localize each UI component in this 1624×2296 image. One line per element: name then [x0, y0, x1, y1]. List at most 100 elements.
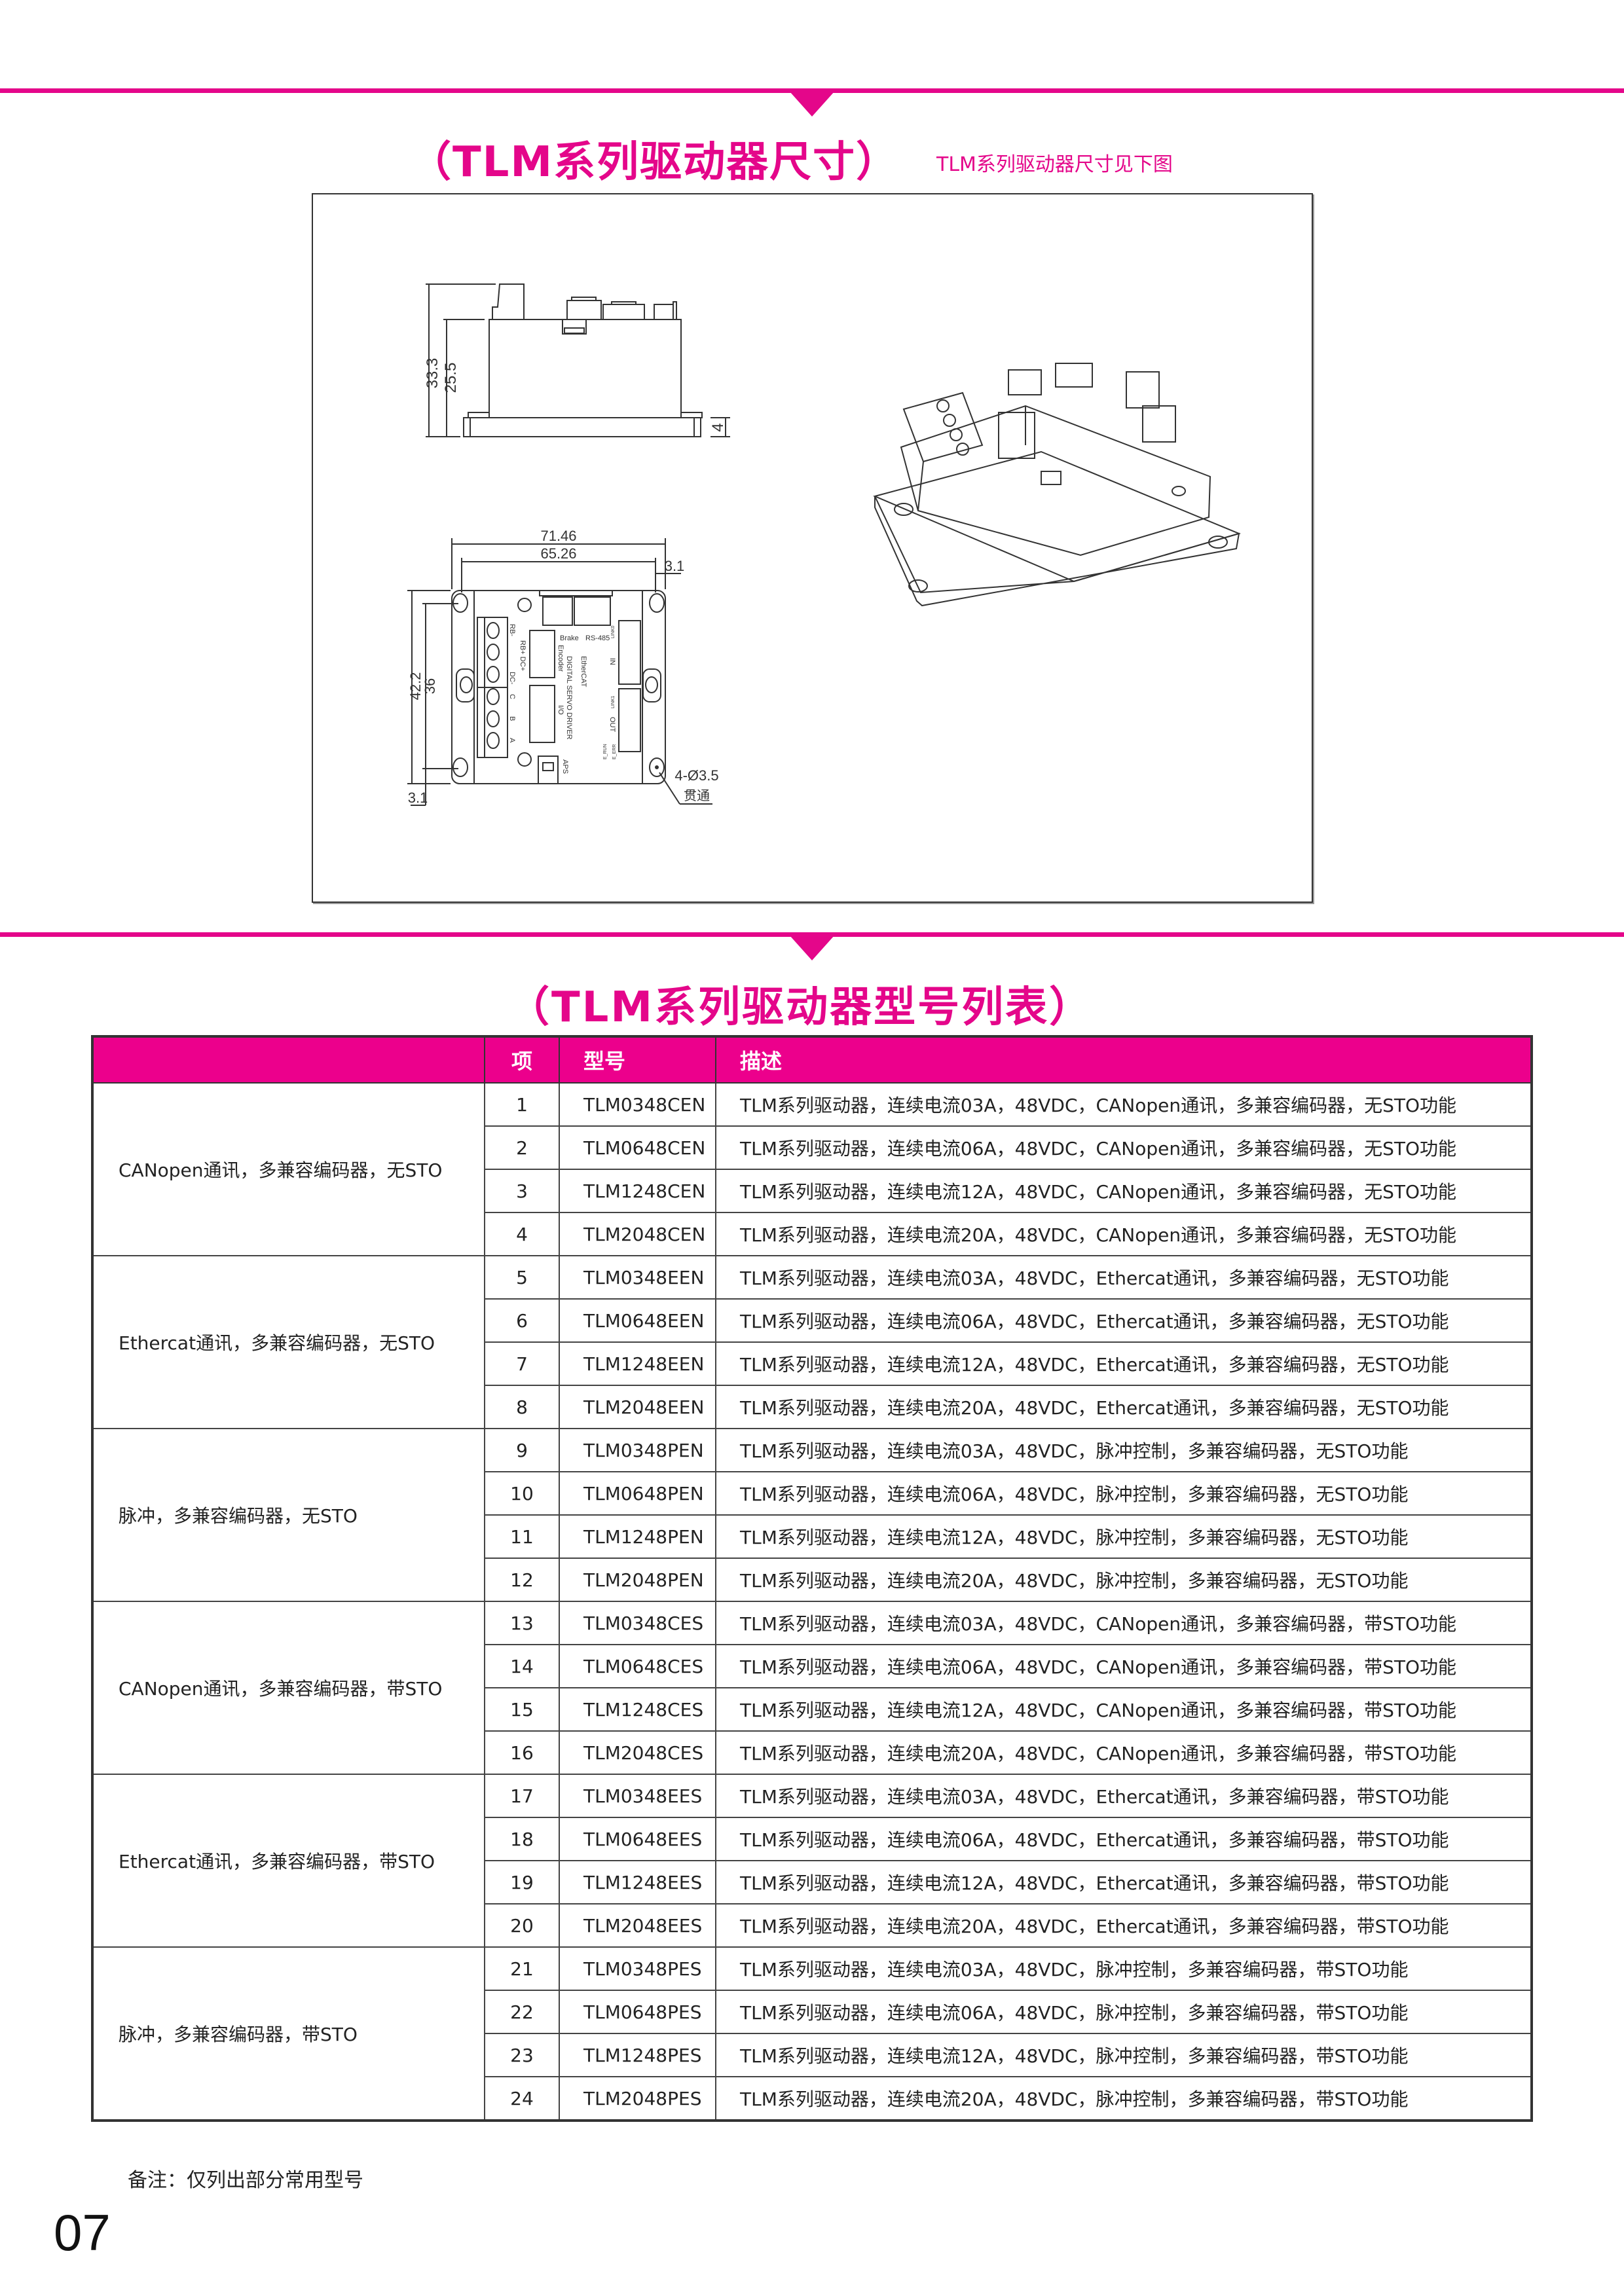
dim-edge-right: 3.1	[665, 558, 685, 574]
item-number: 13	[484, 1601, 560, 1645]
group-label: 脉冲，多兼容编码器，无STO	[92, 1428, 485, 1602]
isometric-view	[872, 363, 1242, 607]
model-description: TLM系列驱动器，连续电流06A，48VDC，脉冲控制，多兼容编码器，带STO功…	[715, 1990, 1532, 2034]
group-label: Ethercat通讯，多兼容编码器，无STO	[92, 1255, 485, 1429]
item-number: 1	[484, 1082, 560, 1127]
header-item: 项	[484, 1036, 560, 1084]
item-number: 18	[484, 1817, 560, 1861]
model-description: TLM系列驱动器，连续电流12A，48VDC，脉冲控制，多兼容编码器，无STO功…	[715, 1514, 1532, 1559]
model-description: TLM系列驱动器，连续电流12A，48VDC，脉冲控制，多兼容编码器，带STO功…	[715, 2033, 1532, 2077]
model-description: TLM系列驱动器，连续电流20A，48VDC，Ethercat通讯，多兼容编码器…	[715, 1385, 1532, 1429]
divider-arrow-icon	[790, 936, 834, 960]
item-number: 3	[484, 1169, 560, 1213]
label-encoder: Encoder	[557, 645, 564, 672]
model-description: TLM系列驱动器，连续电流06A，48VDC，Ethercat通讯，多兼容编码器…	[715, 1817, 1532, 1861]
model-code: TLM0648EEN	[559, 1298, 716, 1343]
item-number: 19	[484, 1860, 560, 1904]
model-code: TLM0348EES	[559, 1774, 716, 1818]
model-code: TLM0648PEN	[559, 1471, 716, 1516]
model-code: TLM1248EEN	[559, 1341, 716, 1386]
top-view: 71.46 65.26 3.1 3.1 42.2 36 4-Ø3.5 贯通 Br…	[407, 528, 719, 806]
model-code: TLM2048CES	[559, 1730, 716, 1775]
group-label: 脉冲，多兼容编码器，带STO	[92, 1946, 485, 2121]
label-link1: LINK1	[611, 695, 616, 708]
dimension-drawing: 33.3 25.5 4	[407, 283, 1242, 806]
label-out: OUT	[608, 717, 616, 733]
item-number: 5	[484, 1255, 560, 1300]
label-terminal: RB+ DC+	[519, 640, 526, 671]
model-code: TLM1248CES	[559, 1687, 716, 1732]
table-header-row: 项 型号 描述	[92, 1036, 1532, 1084]
model-description: TLM系列驱动器，连续电流03A，48VDC，Ethercat通讯，多兼容编码器…	[715, 1255, 1532, 1300]
section-divider	[0, 932, 1624, 937]
section-divider	[0, 88, 1624, 93]
model-description: TLM系列驱动器，连续电流03A，48VDC，CANopen通讯，多兼容编码器，…	[715, 1082, 1532, 1127]
item-number: 22	[484, 1990, 560, 2034]
model-description: TLM系列驱动器，连续电流03A，48VDC，Ethercat通讯，多兼容编码器…	[715, 1774, 1532, 1818]
model-description: TLM系列驱动器，连续电流03A，48VDC，脉冲控制，多兼容编码器，带STO功…	[715, 1946, 1532, 1991]
model-code: TLM1248PES	[559, 2033, 716, 2077]
group-label: CANopen通讯，多兼容编码器，带STO	[92, 1601, 485, 1775]
model-description: TLM系列驱动器，连续电流20A，48VDC，Ethercat通讯，多兼容编码器…	[715, 1903, 1532, 1948]
page-number: 07	[54, 2204, 111, 2261]
section-subtitle: TLM系列驱动器尺寸见下图	[936, 153, 1173, 176]
label-link0: LINK0	[611, 625, 616, 638]
label-rs485: RS-485	[585, 634, 610, 642]
item-number: 2	[484, 1125, 560, 1170]
model-description: TLM系列驱动器，连续电流03A，48VDC，脉冲控制，多兼容编码器，无STO功…	[715, 1428, 1532, 1472]
label-brake: Brake	[560, 634, 579, 642]
model-description: TLM系列驱动器，连续电流12A，48VDC，Ethercat通讯，多兼容编码器…	[715, 1860, 1532, 1904]
item-number: 4	[484, 1212, 560, 1256]
table-note: 备注：仅列出部分常用型号	[128, 2169, 363, 2192]
item-number: 23	[484, 2033, 560, 2077]
model-code: TLM1248CEN	[559, 1169, 716, 1213]
side-view: 33.3 25.5 4	[424, 283, 730, 437]
model-code: TLM0348CES	[559, 1601, 716, 1645]
model-code: TLM1248PEN	[559, 1514, 716, 1559]
group-label: Ethercat通讯，多兼容编码器，带STO	[92, 1774, 485, 1948]
label-terminal: C	[508, 694, 516, 699]
divider-arrow-icon	[790, 92, 834, 117]
group-label: CANopen通讯，多兼容编码器，无STO	[92, 1082, 485, 1256]
header-description: 描述	[715, 1036, 1532, 1084]
label-io: I/O	[557, 705, 564, 715]
item-number: 16	[484, 1730, 560, 1775]
item-number: 6	[484, 1298, 560, 1343]
model-description: TLM系列驱动器，连续电流06A，48VDC，Ethercat通讯，多兼容编码器…	[715, 1298, 1532, 1343]
model-code: TLM0348EEN	[559, 1255, 716, 1300]
item-number: 21	[484, 1946, 560, 1991]
model-code: TLM2048CEN	[559, 1212, 716, 1256]
model-description: TLM系列驱动器，连续电流06A，48VDC，CANopen通讯，多兼容编码器，…	[715, 1644, 1532, 1688]
dim-width-outer: 71.46	[540, 528, 576, 544]
label-terminal: B	[508, 716, 516, 721]
model-description: TLM系列驱动器，连续电流20A，48VDC，脉冲控制，多兼容编码器，无STO功…	[715, 1558, 1532, 1602]
model-code: TLM0348PES	[559, 1946, 716, 1991]
label-aps: APS	[561, 759, 569, 774]
item-number: 9	[484, 1428, 560, 1472]
model-code: TLM2048PEN	[559, 1558, 716, 1602]
item-number: 17	[484, 1774, 560, 1818]
model-description: TLM系列驱动器，连续电流06A，48VDC，脉冲控制，多兼容编码器，无STO功…	[715, 1471, 1532, 1516]
model-code: TLM2048EEN	[559, 1385, 716, 1429]
model-description: TLM系列驱动器，连续电流20A，48VDC，脉冲控制，多兼容编码器，带STO功…	[715, 2076, 1532, 2121]
item-number: 15	[484, 1687, 560, 1732]
model-description: TLM系列驱动器，连续电流12A，48VDC，CANopen通讯，多兼容编码器，…	[715, 1169, 1532, 1213]
item-number: 12	[484, 1558, 560, 1602]
model-code: TLM0648EES	[559, 1817, 716, 1861]
